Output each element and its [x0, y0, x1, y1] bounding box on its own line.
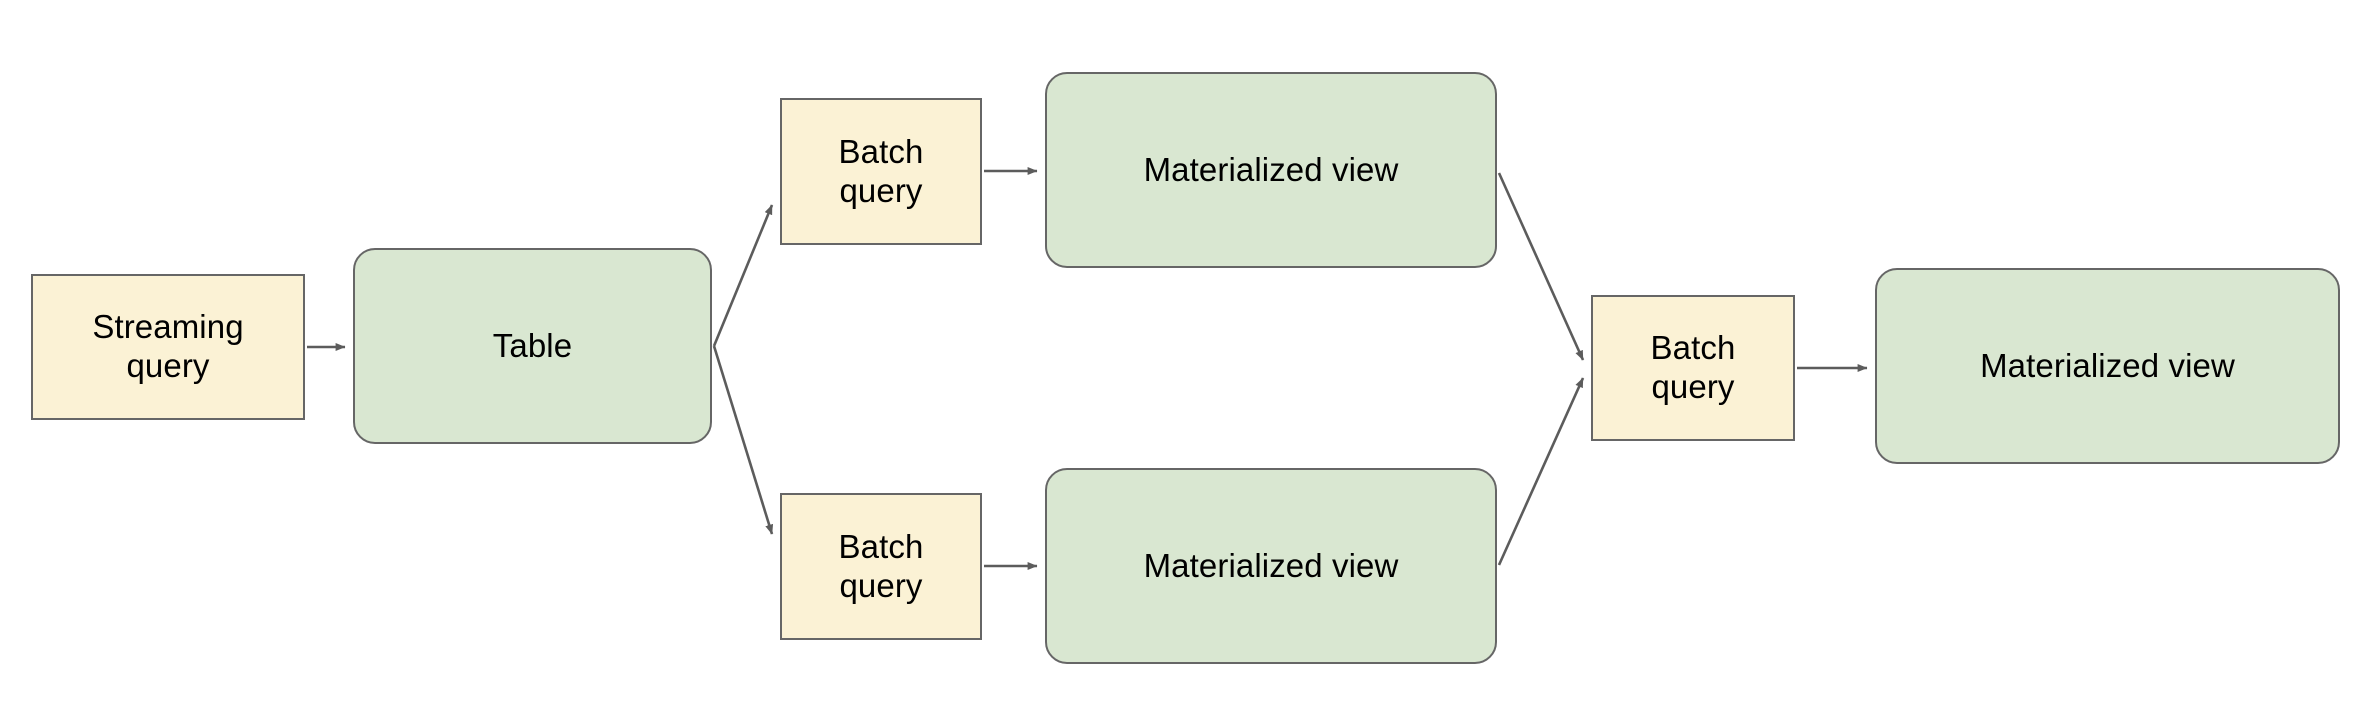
node-materialized-view-bottom[interactable]: Materialized view	[1045, 468, 1497, 664]
node-label: Materialized view	[1143, 150, 1399, 188]
node-label: Materialized view	[1980, 346, 2235, 384]
node-batch-query-top[interactable]: Batch query	[780, 98, 982, 245]
edge-materialized-view-top-to-batch-query-join	[1497, 172, 1585, 361]
node-label: Batch query	[838, 527, 924, 604]
node-label: Batch query	[1650, 329, 1736, 405]
node-label: Streaming query	[92, 308, 244, 384]
node-batch-query-join[interactable]: Batch query	[1591, 295, 1795, 441]
node-table[interactable]: Table	[353, 248, 712, 444]
edge-materialized-view-bottom-to-batch-query-join	[1497, 377, 1585, 566]
node-materialized-view-top[interactable]: Materialized view	[1045, 72, 1497, 268]
node-materialized-view-final[interactable]: Materialized view	[1875, 268, 2340, 464]
edge-table-to-batch-query-top	[712, 204, 774, 347]
node-label: Materialized view	[1143, 546, 1399, 584]
node-label: Batch query	[838, 132, 924, 209]
edge-table-to-batch-query-bottom	[712, 345, 774, 535]
node-batch-query-bottom[interactable]: Batch query	[780, 493, 982, 640]
node-streaming-query[interactable]: Streaming query	[31, 274, 305, 420]
node-label: Table	[492, 326, 573, 364]
